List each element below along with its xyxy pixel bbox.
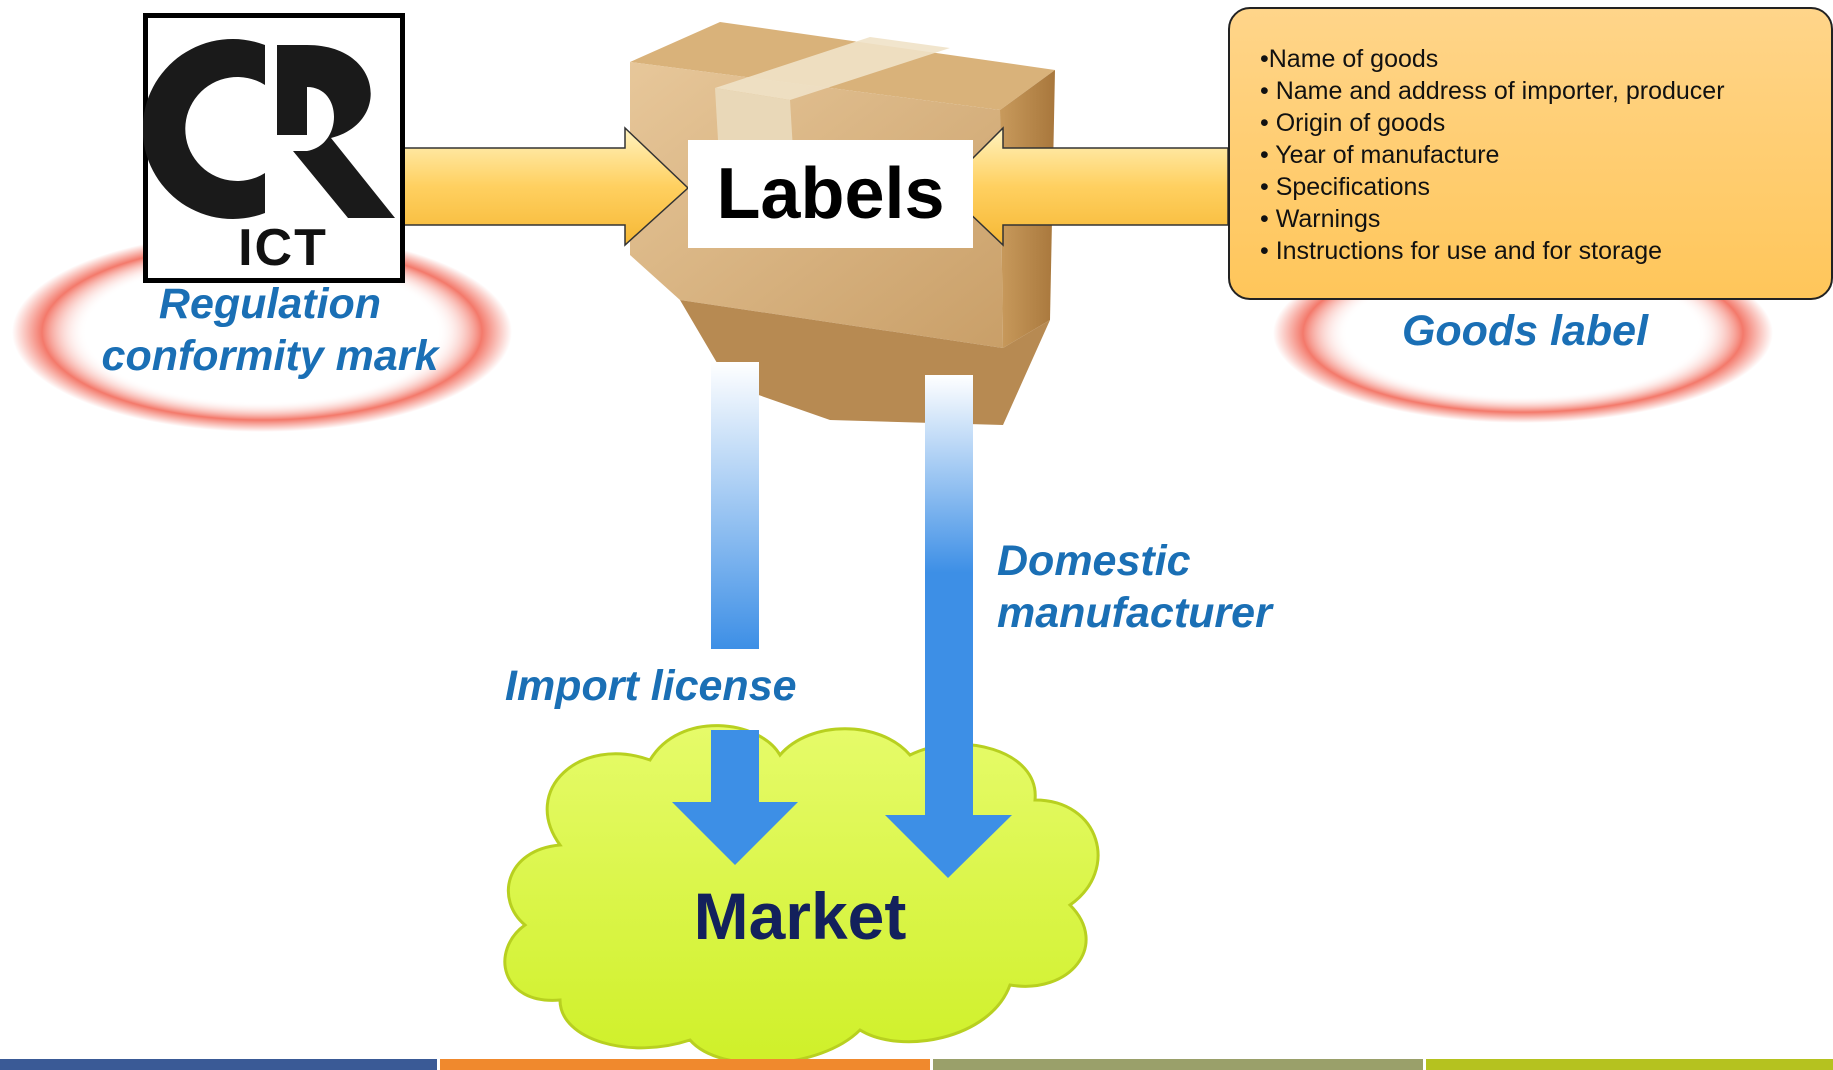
footer-stripe-4 [1426, 1059, 1833, 1070]
ict-logo-text: ICT [238, 219, 328, 277]
domestic-manufacturer-label: Domestic manufacturer [997, 537, 1272, 637]
import-license-label: Import license [505, 662, 797, 710]
footer-stripe-1 [0, 1059, 437, 1070]
goods-label-card: •Name of goods • Name and address of imp… [1228, 7, 1833, 300]
goods-label-item: • Year of manufacture [1260, 141, 1500, 169]
domestic-arrow-stem [925, 375, 973, 815]
regulation-mark-caption: Regulation conformity mark [101, 280, 439, 380]
conformity-mark-logo-overlay [143, 39, 395, 219]
domestic-arrow-head [885, 815, 1012, 878]
import-arrow-stem-top [711, 362, 759, 649]
import-arrow-stem-bottom [711, 730, 759, 802]
goods-label-item: • Specifications [1260, 173, 1430, 201]
goods-label-item: • Instructions for use and for storage [1260, 237, 1663, 265]
goods-label-item: • Warnings [1260, 205, 1381, 233]
footer-stripe-2 [440, 1059, 930, 1070]
market-label: Market [693, 879, 907, 953]
labels-title: Labels [688, 140, 973, 248]
goods-to-labels-arrow [941, 126, 1229, 247]
goods-label-item: • Name and address of importer, producer [1260, 77, 1725, 105]
footer-stripe-3 [933, 1059, 1423, 1070]
goods-label-item: • Origin of goods [1260, 109, 1446, 137]
mark-to-labels-arrow [402, 126, 690, 247]
goods-label-list: •Name of goods • Name and address of imp… [1260, 43, 1831, 267]
import-arrow-head [672, 802, 798, 865]
goods-label-item: •Name of goods [1260, 45, 1439, 73]
goods-label-caption: Goods label [1401, 307, 1649, 355]
